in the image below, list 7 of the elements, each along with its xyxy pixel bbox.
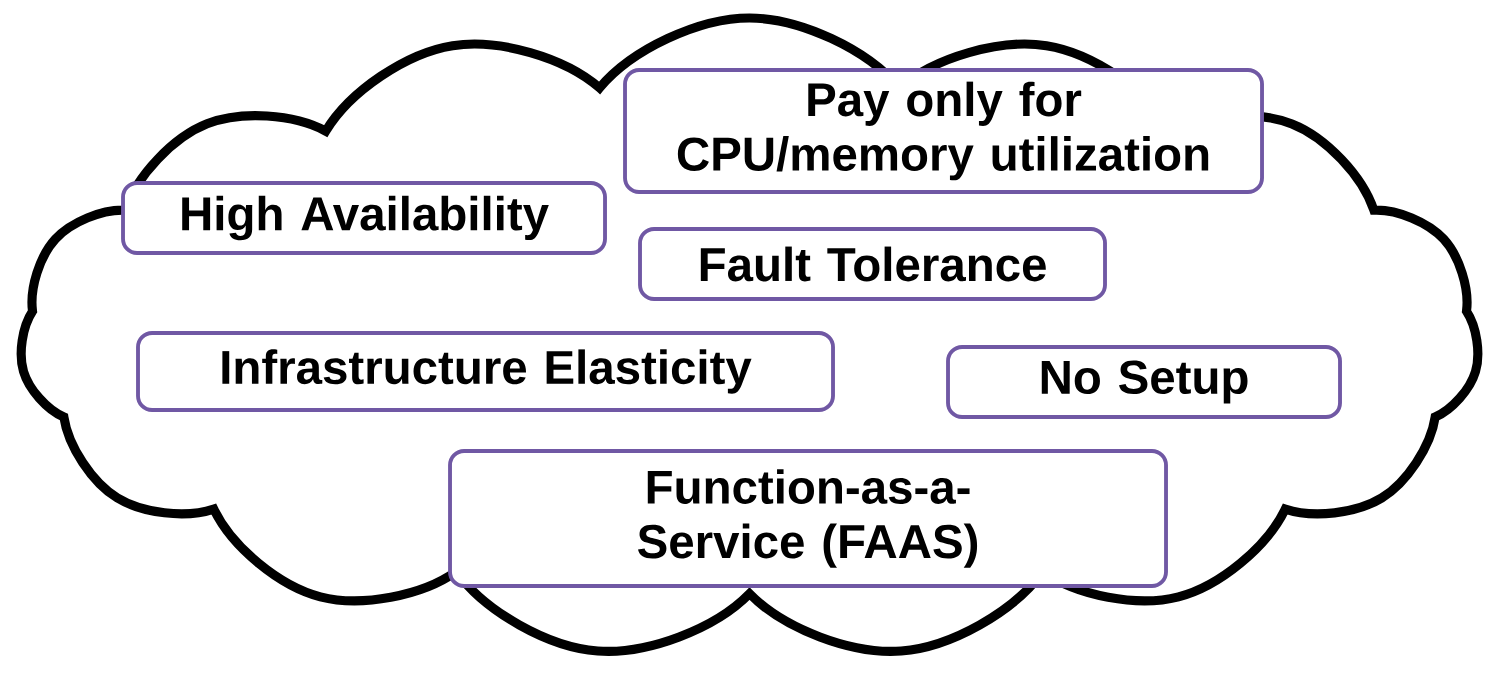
- text-box: Fault Tolerance: [638, 227, 1107, 301]
- text-box: No Setup: [946, 345, 1342, 419]
- text-box: Infrastructure Elasticity: [136, 331, 835, 412]
- text-box: Pay only for CPU/memory utilization: [623, 68, 1264, 194]
- text-box: High Availability: [121, 181, 607, 255]
- text-box: Function-as-a-Service (FAAS): [448, 449, 1168, 588]
- cloud-shape: [16, 13, 1483, 656]
